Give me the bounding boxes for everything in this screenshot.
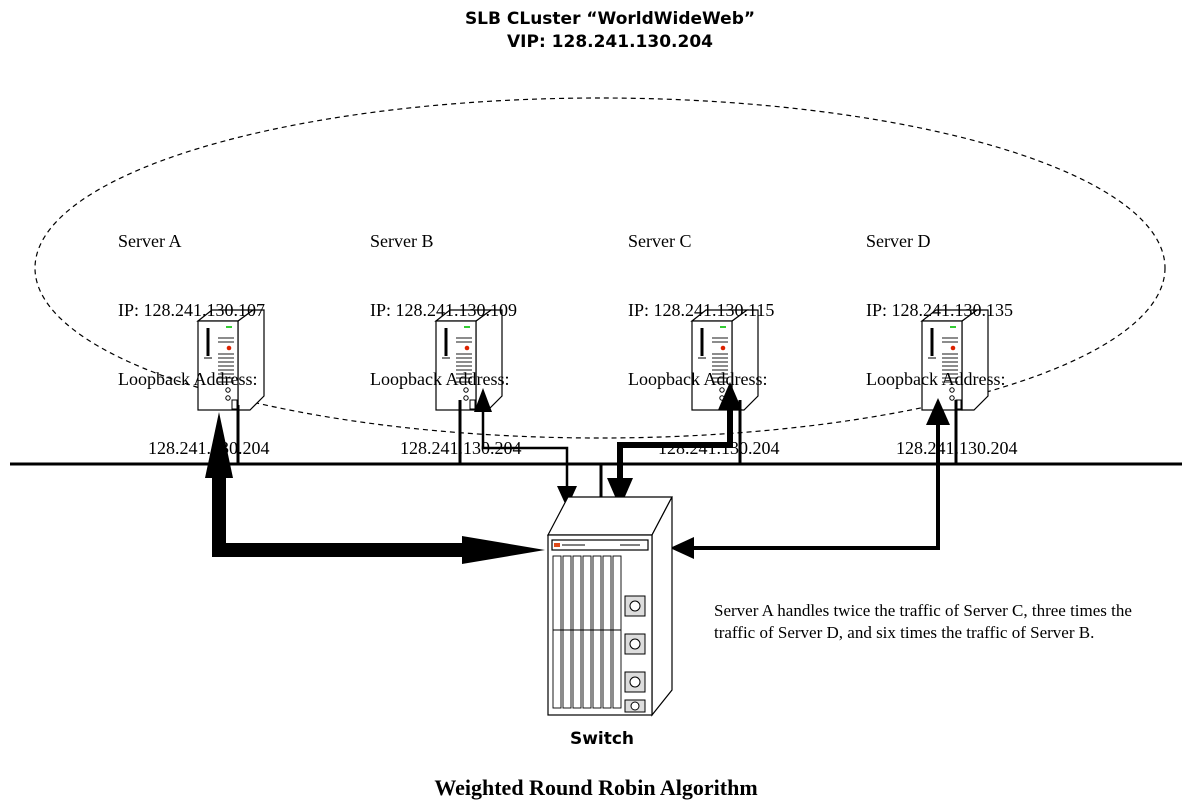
loopback-label: Loopback Address: <box>370 369 510 389</box>
cluster-title: SLB CLuster “WorldWideWeb” <box>464 9 756 29</box>
cluster-boundary <box>34 97 1166 439</box>
server-name: Server C <box>628 231 692 251</box>
server-d-label: Server D IP: 128.241.130.135 Loopback Ad… <box>866 184 1018 483</box>
server-ip: IP: 128.241.130.107 <box>118 300 266 320</box>
loopback-address: 128.241.130.204 <box>896 438 1018 458</box>
server-a-label: Server A IP: 128.241.130.107 Loopback Ad… <box>118 184 270 483</box>
server-ip: IP: 128.241.130.109 <box>370 300 518 320</box>
loopback-address: 128.241.130.204 <box>658 438 780 458</box>
loopback-address: 128.241.130.204 <box>400 438 522 458</box>
server-c-label: Server C IP: 128.241.130.115 Loopback Ad… <box>628 184 780 483</box>
server-name: Server D <box>866 231 931 251</box>
server-name: Server A <box>118 231 182 251</box>
loopback-label: Loopback Address: <box>118 369 258 389</box>
loopback-address: 128.241.130.204 <box>148 438 270 458</box>
server-ip: IP: 128.241.130.135 <box>866 300 1014 320</box>
server-b-label: Server B IP: 128.241.130.109 Loopback Ad… <box>370 184 522 483</box>
figure-caption: Weighted Round Robin Algorithm <box>434 775 758 800</box>
loopback-label: Loopback Address: <box>628 369 768 389</box>
server-ip: IP: 128.241.130.115 <box>628 300 775 320</box>
switch-icon <box>547 496 673 717</box>
vip-label: VIP: 128.241.130.204 <box>507 32 713 52</box>
switch-label: Switch <box>569 729 635 749</box>
traffic-note: Server A handles twice the traffic of Se… <box>714 601 1132 642</box>
loopback-label: Loopback Address: <box>866 369 1006 389</box>
server-name: Server B <box>370 231 434 251</box>
